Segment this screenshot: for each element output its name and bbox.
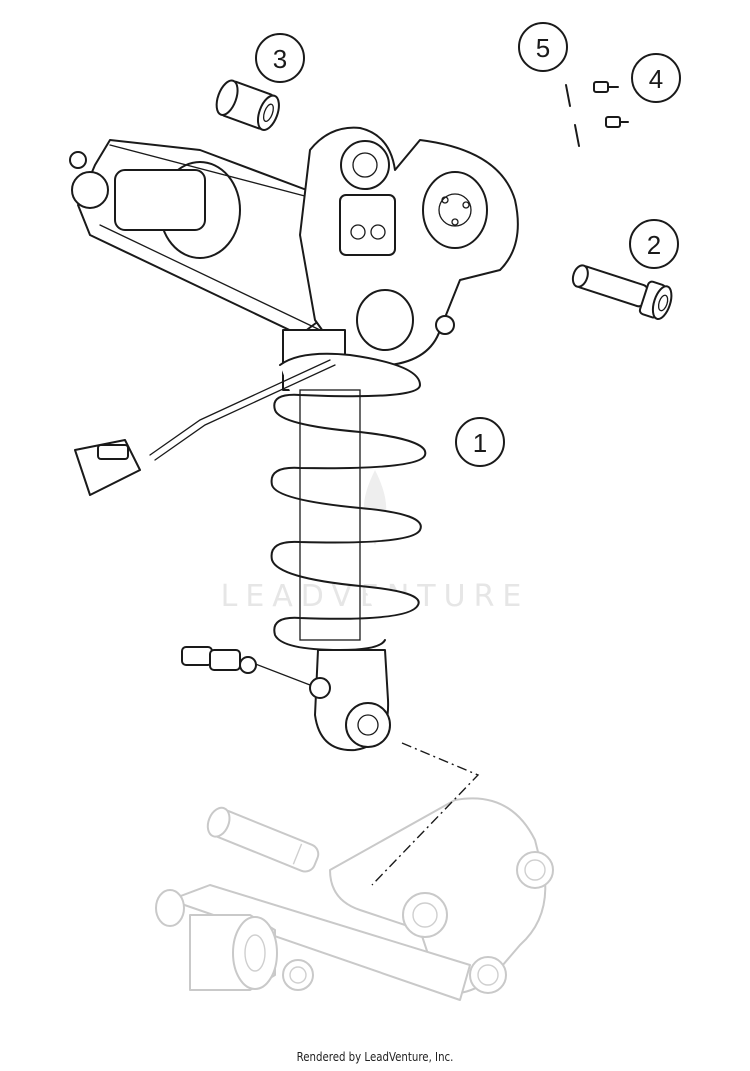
svg-text:2: 2 bbox=[647, 230, 661, 260]
part-bolt bbox=[571, 264, 673, 321]
connection-dashed-line bbox=[371, 742, 480, 886]
svg-text:4: 4 bbox=[649, 64, 663, 94]
part-screws bbox=[593, 81, 629, 128]
svg-text:3: 3 bbox=[273, 44, 287, 74]
svg-text:5: 5 bbox=[536, 33, 550, 63]
part-pins bbox=[565, 84, 580, 147]
callout-3: 3 bbox=[255, 33, 305, 83]
linkage-ghost bbox=[155, 797, 554, 1001]
callout-2: 2 bbox=[629, 219, 679, 269]
part-shock-absorber bbox=[69, 126, 519, 752]
callout-4: 4 bbox=[631, 53, 681, 103]
footer-credit: Rendered by LeadVenture, Inc. bbox=[296, 1050, 454, 1064]
callout-5: 5 bbox=[518, 22, 568, 72]
svg-text:1: 1 bbox=[473, 428, 487, 458]
callout-1: 1 bbox=[455, 417, 505, 467]
part-bushing bbox=[215, 79, 280, 131]
